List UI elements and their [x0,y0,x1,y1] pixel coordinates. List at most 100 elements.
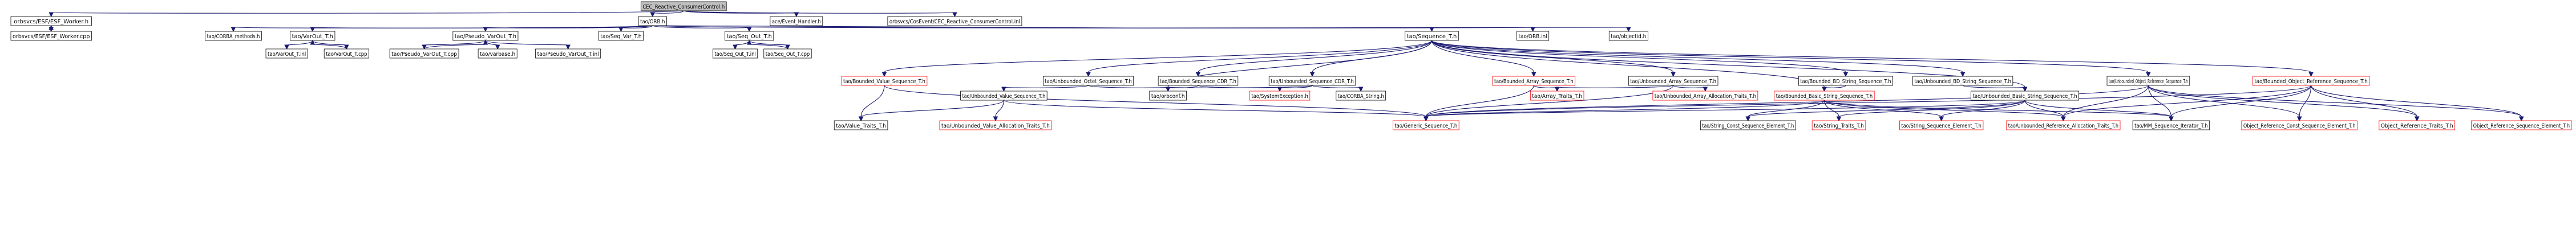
node-orbsvcs-cosevent-cec-reactive-consumercontrol-inl[interactable]: orbsvcs/CosEvent/CEC_Reactive_ConsumerCo… [887,16,1022,26]
node-tao-bounded-bd-string-sequence-t-h[interactable]: tao/Bounded_BD_String_Sequence_T.h [1798,76,1893,86]
node-tao-array-traits-t-h[interactable]: tao/Array_Traits_T.h [1530,91,1584,101]
node-object-reference-traits-t-h[interactable]: Object_Reference_Traits_T.h [2379,120,2456,130]
node-box [712,48,758,59]
node-layer: CEC_Reactive_ConsumerControl.h orbsvcs/ES… [10,1,2572,130]
node-tao-unbounded-basic-string-sequence-t-h[interactable]: tao/Unbounded_Basic_String_Sequence_T.h [1971,91,2080,101]
node-tao-unbounded-reference-allocation-traits-t-h[interactable]: tao/Unbounded_Reference_Allocation_Trait… [2006,120,2121,130]
node-label: tao/Bounded_Sequence_CDR_T.h [1160,79,1236,85]
edge-orb-to-seqvar [618,25,653,32]
edge-borst-to-urat [2061,85,2312,122]
node-label: tao/Seq_Out_T.inl [714,51,755,58]
node-object-reference-sequence-element-t-h[interactable]: Object_Reference_Sequence_Element_T.h [2471,120,2572,130]
edge-uast-to-art [1554,85,1674,92]
node-tao-pseudo-varout-t-inl[interactable]: tao/Pseudo_VarOut_T.inl [535,48,601,59]
edge-vocpp-to-varout [310,39,347,50]
edge-root-to-orb [650,10,684,18]
node-tao-unbounded-value-allocation-traits-t-h[interactable]: tao/Unbounded_Value_Allocation_Traits_T.… [939,120,1052,130]
node-box [1700,120,1796,130]
edge-usct-to-sysex [1277,85,1313,92]
node-tao-bounded-value-sequence-t-h[interactable]: tao/Bounded_Value_Sequence_T.h [841,76,928,86]
node-box [1149,91,1187,101]
node-tao-unbounded-octet-sequence-t-h[interactable]: tao/Unbounded_Octet_Sequence_T.h [1042,76,1134,86]
node-tao-objectid-h[interactable]: tao/objectid.h [1608,31,1648,41]
edge-uorst-to-gst [1423,85,2149,122]
node-label: tao/Bounded_BD_String_Sequence_T.h [1800,79,1891,85]
node-tao-orb-inl[interactable]: tao/ORB.inl [1517,31,1550,41]
node-box [2241,120,2357,130]
edge-seqt-to-uorst [1431,40,2151,77]
edge-uvst-to-vtt [858,100,1004,122]
node-tao-unbounded-object-reference-sequence-t-h[interactable]: tao/Unbounded_Object_Reference_Sequence_… [2106,76,2190,86]
node-tao-seq-out-t-cpp[interactable]: tao/Seq_Out_T.cpp [763,48,812,59]
node-tao-unbounded-bd-string-sequence-t-h[interactable]: tao/Unbounded_BD_String_Sequence_T.h [1912,76,2013,86]
node-tao-pseudo-varout-t-h[interactable]: tao/Pseudo_VarOut_T.h [452,31,519,41]
node-tao-string-sequence-element-t-h[interactable]: tao/String_Sequence_Element_T.h [1899,120,1984,130]
node-label: tao/orbconf.h [1151,93,1185,100]
edge-borst-to-gst [1423,85,2312,122]
node-box [1492,76,1576,86]
node-label: tao/Bounded_Object_Reference_Sequence_T.… [2254,79,2367,85]
node-box [290,31,335,41]
node-box [2471,120,2572,130]
node-box [770,16,823,26]
node-tao-bounded-sequence-cdr-t-h[interactable]: tao/Bounded_Sequence_CDR_T.h [1158,76,1239,86]
node-tao-bounded-object-reference-sequence-t-h[interactable]: tao/Bounded_Object_Reference_Sequence_T.… [2253,76,2370,86]
node-tao-varout-t-cpp[interactable]: tao/VarOut_T.cpp [323,48,369,59]
edge-pvocpp-to-pvo [424,39,488,50]
node-tao-mm-sequence-iterator-t-h[interactable]: tao/MM_Sequence_Iterator_T.h [2132,120,2210,130]
node-tao-string-const-sequence-element-t-h[interactable]: tao/String_Const_Sequence_Element_T.h [1700,120,1796,130]
node-object-reference-const-sequence-element-t-h[interactable]: Object_Reference_Const_Sequence_Element_… [2241,120,2357,130]
edge-orb-to-objdef [652,25,1631,32]
node-ace-event-handler-h[interactable]: ace/Event_Handler.h [770,16,823,26]
node-tao-systemexception-h[interactable]: tao/SystemException.h [1249,91,1311,101]
edge-ubsst-to-sset [1939,100,2025,122]
node-tao-orb-h[interactable]: tao/ORB.h [638,16,667,26]
edge-bbdst-to-bbsst [1822,85,1846,92]
node-label: ace/Event_Handler.h [772,19,821,25]
edge-root-to-esf [48,10,684,18]
node-tao-varbase-h[interactable]: tao/varbase.h [478,48,517,59]
node-label: tao/Array_Traits_T.h [1532,93,1582,100]
node-tao-varout-t-inl[interactable]: tao/VarOut_T.inl [265,48,308,59]
node-label: CEC_Reactive_ConsumerControl.h [642,4,725,10]
edge-uost-to-orbconf [1087,85,1171,92]
node-label: tao/Seq_Var_T.h [600,34,641,40]
node-tao-unbounded-value-sequence-t-h[interactable]: tao/Unbounded_Value_Sequence_T.h [960,91,1048,101]
edge-bast-to-art [1533,85,1560,92]
node-tao-bounded-basic-string-sequence-t-h[interactable]: tao/Bounded_Basic_String_Sequence_T.h [1774,91,1875,101]
node-box [389,48,459,59]
edge-borst-to-ortt [2311,85,2420,122]
node-tao-corba-methods-h[interactable]: tao/CORBA_methods.h [205,31,262,41]
node-label: orbsvcs/ESF/ESF_Worker.h [14,19,88,25]
node-tao-pseudo-varout-t-cpp[interactable]: tao/Pseudo_VarOut_T.cpp [389,48,459,59]
edge-uast-to-gst [1423,85,1674,122]
edge-seqout-to-socpp [749,40,790,50]
node-orbsvcs-esf-esf-worker-cpp[interactable]: orbsvcs/ESF/ESF_Worker.cpp [10,31,92,41]
node-label: tao/Unbounded_Octet_Sequence_T.h [1045,79,1131,85]
node-tao-seq-out-t-inl[interactable]: tao/Seq_Out_T.inl [712,48,758,59]
node-label: tao/VarOut_T.h [292,34,333,40]
edge-bvst-to-gst [884,85,1429,122]
node-tao-varout-t-h[interactable]: tao/VarOut_T.h [290,31,335,41]
node-tao-string-traits-t-h[interactable]: tao/String_Traits_T.h [1811,120,1866,130]
node-tao-sequence-t-h[interactable]: tao/Sequence_T.h [1405,31,1459,41]
node-tao-corba-string-h[interactable]: tao/CORBA_String.h [1336,91,1386,101]
node-box [205,31,262,41]
node-tao-unbounded-array-allocation-traits-t-h[interactable]: tao/Unbounded_Array_Allocation_Traits_T.… [1652,91,1758,101]
node-label: tao/ORB.inl [1519,34,1547,40]
node-label: tao/Seq_Out_T.cpp [766,51,810,58]
node-tao-unbounded-array-sequence-t-h[interactable]: tao/Unbounded_Array_Sequence_T.h [1628,76,1718,86]
node-tao-orbconf-h[interactable]: tao/orbconf.h [1149,91,1187,101]
node-tao-unbounded-sequence-cdr-t-h[interactable]: tao/Unbounded_Sequence_CDR_T.h [1268,76,1356,86]
node-box [1405,31,1459,41]
node-tao-value-traits-t-h[interactable]: tao/Value_Traits_T.h [834,120,888,130]
edge-esfcpp-to-esf [48,24,54,32]
node-tao-generic-sequence-t-h[interactable]: tao/Generic_Sequence_T.h [1392,120,1459,130]
node-tao-bounded-array-sequence-t-h[interactable]: tao/Bounded_Array_Sequence_T.h [1492,76,1576,86]
node-orbsvcs-esf-esf-worker-h[interactable]: orbsvcs/ESF/ESF_Worker.h [10,16,92,26]
node-tao-seq-var-t-h[interactable]: tao/Seq_Var_T.h [598,31,644,41]
node-label: tao/Unbounded_Sequence_CDR_T.h [1271,79,1354,85]
node-tao-seq-out-t-h[interactable]: tao/Seq_Out_T.h [725,31,774,41]
node-label: tao/ORB.h [640,19,665,25]
node-label: tao/CORBA_methods.h [207,34,260,40]
